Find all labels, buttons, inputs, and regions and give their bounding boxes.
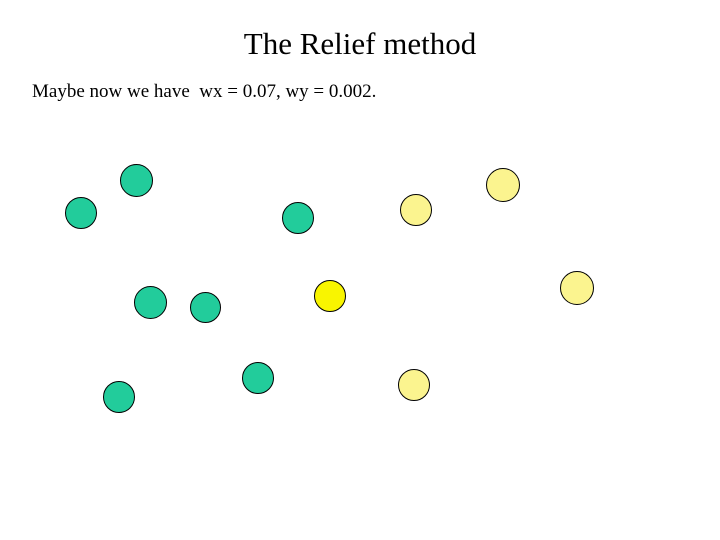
circle-green-2 <box>65 197 97 229</box>
circle-green-5 <box>189 291 221 323</box>
circle-yellow-pale-3 <box>560 271 594 305</box>
circle-green-7 <box>103 381 135 413</box>
slide-title: The Relief method <box>243 26 477 61</box>
circle-green-6 <box>242 362 274 394</box>
slide-body-text: Maybe now we have wx = 0.07, wy = 0.002. <box>32 81 377 102</box>
circle-green-3 <box>282 202 314 234</box>
circle-yellow-pale-4 <box>398 369 430 401</box>
circle-yellow-pale-1 <box>486 168 520 202</box>
circle-yellow-pale-2 <box>400 194 432 226</box>
circle-yellow-bright-1 <box>314 280 346 312</box>
circle-green-4 <box>133 285 167 319</box>
circle-green-1 <box>119 163 153 197</box>
